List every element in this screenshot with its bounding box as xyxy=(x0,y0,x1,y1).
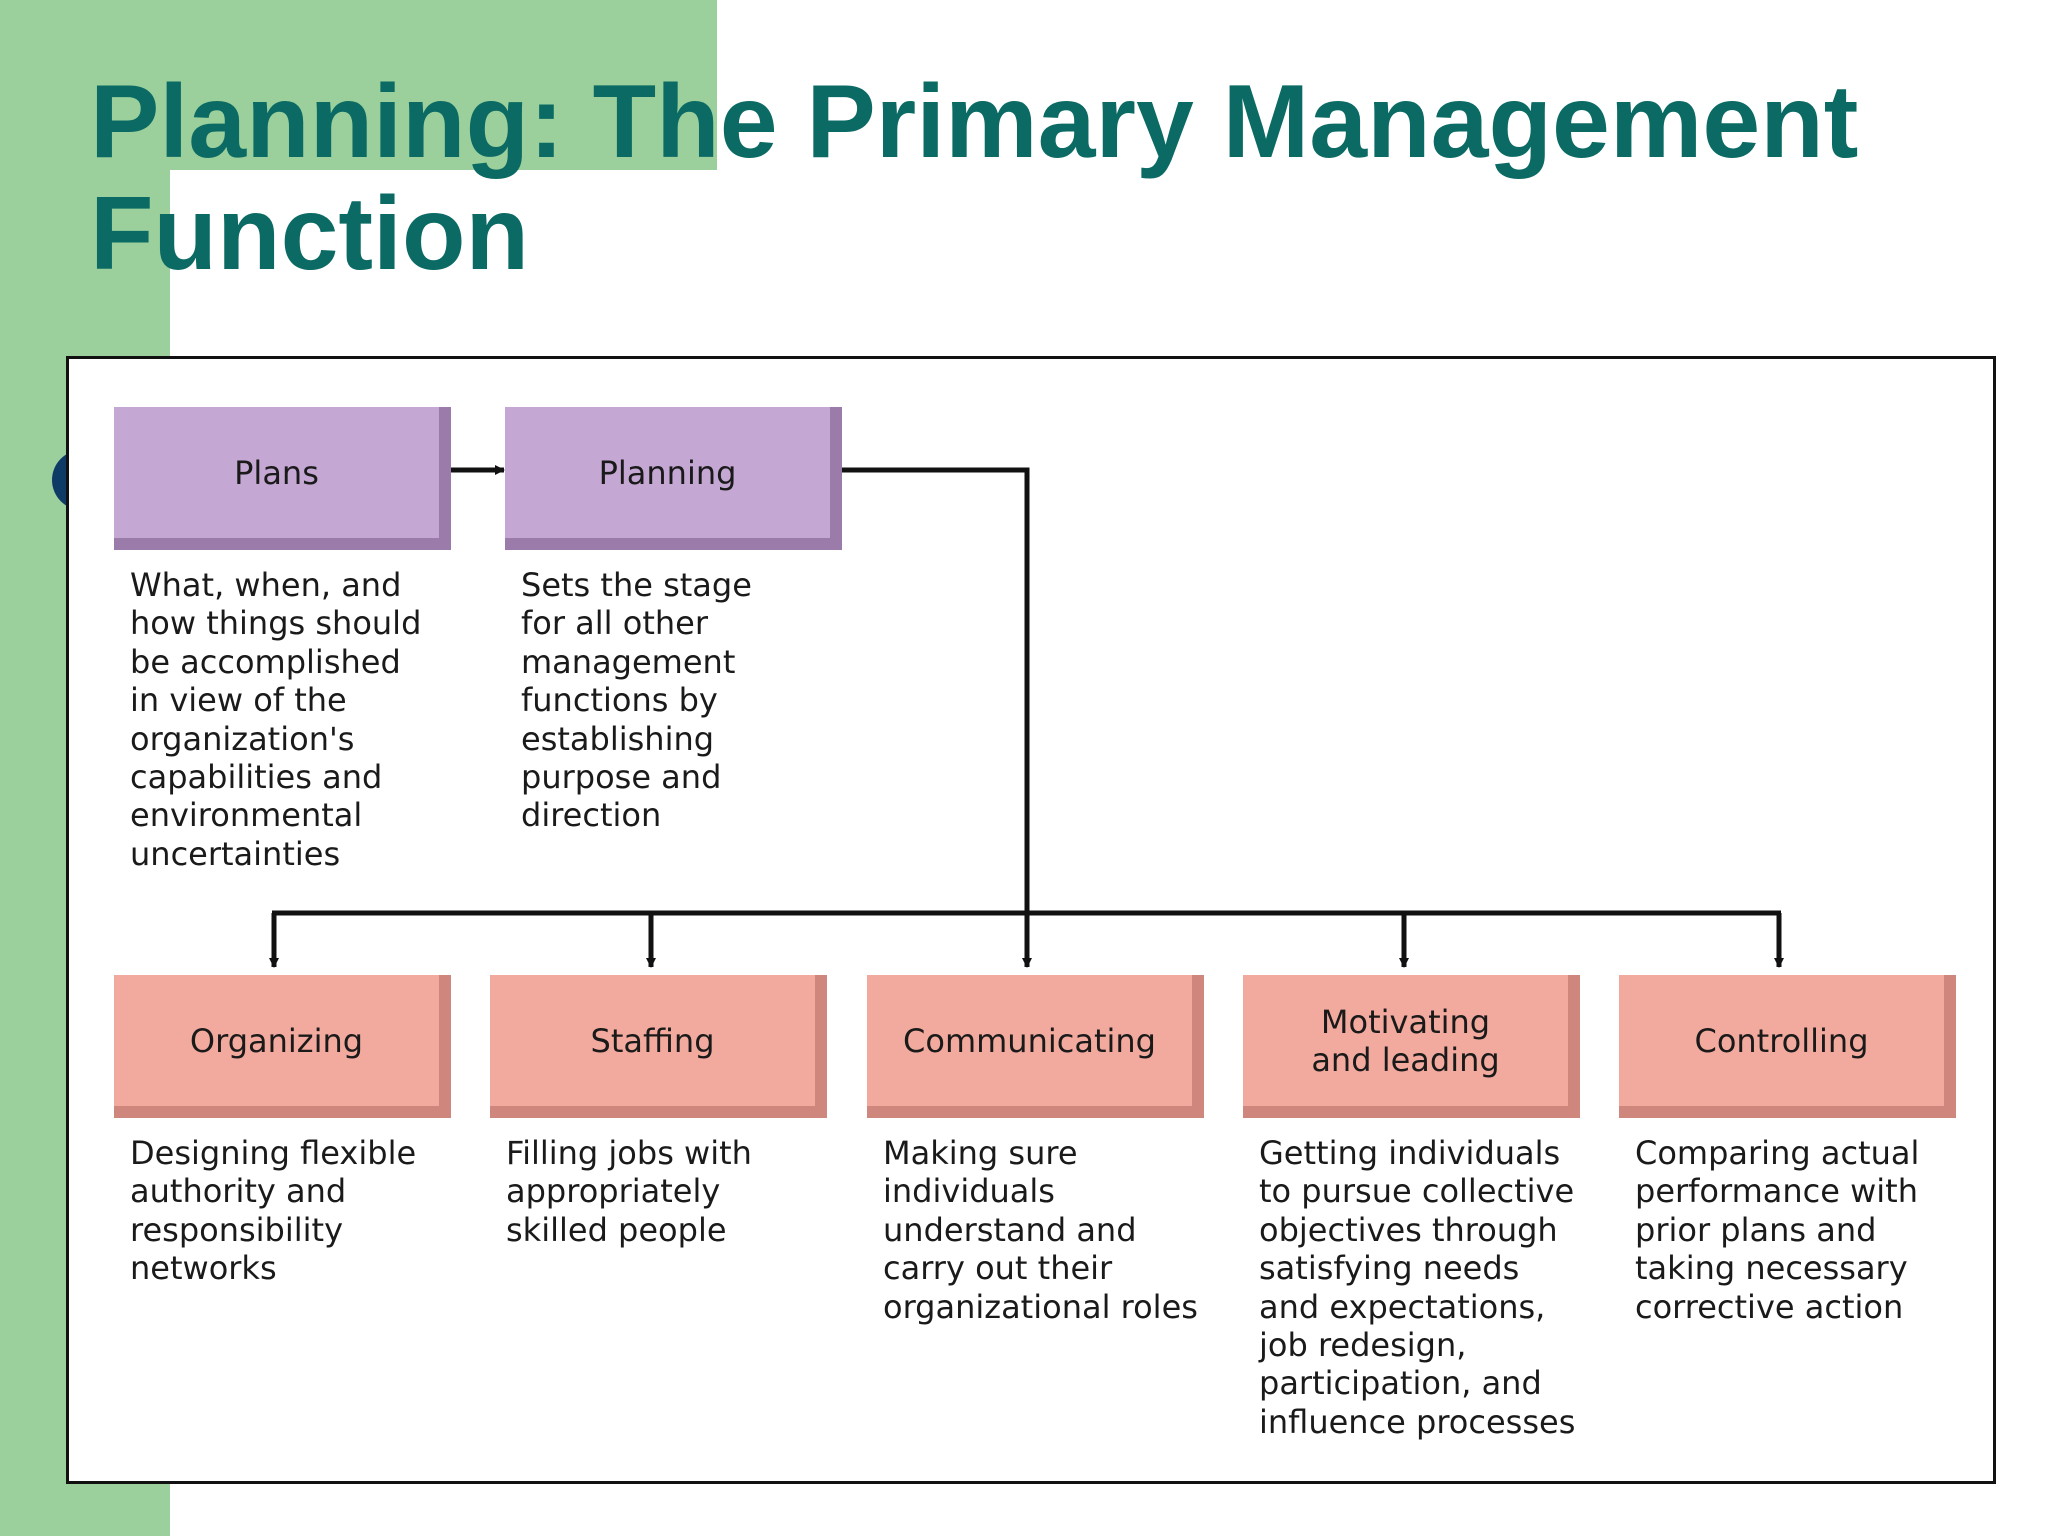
controlling-box: Controlling xyxy=(1619,975,1956,1118)
background-band-top xyxy=(0,0,717,170)
staffing-box: Staffing xyxy=(490,975,827,1118)
slide-title: Planning: The Primary Management Functio… xyxy=(90,64,1859,292)
staffing-description: Filling jobs with appropriately skilled … xyxy=(506,1134,752,1249)
motivating-description: Getting individuals to pursue collective… xyxy=(1259,1134,1576,1441)
communicating-box: Communicating xyxy=(867,975,1204,1118)
planning-description: Sets the stage for all other management … xyxy=(521,566,752,835)
motivating-box: Motivating and leading xyxy=(1243,975,1580,1118)
plans-description: What, when, and how things should be acc… xyxy=(130,566,422,873)
connector-lines xyxy=(269,465,1784,968)
diagram-frame: Plans What, when, and how things should … xyxy=(66,356,1996,1484)
controlling-description: Comparing actual performance with prior … xyxy=(1635,1134,1920,1326)
organizing-description: Designing flexible authority and respons… xyxy=(130,1134,417,1288)
connector-planning-trunk xyxy=(833,467,1030,913)
communicating-description: Making sure individuals understand and c… xyxy=(883,1134,1198,1326)
planning-box: Planning xyxy=(505,407,842,550)
plans-box: Plans xyxy=(114,407,451,550)
organizing-box: Organizing xyxy=(114,975,451,1118)
